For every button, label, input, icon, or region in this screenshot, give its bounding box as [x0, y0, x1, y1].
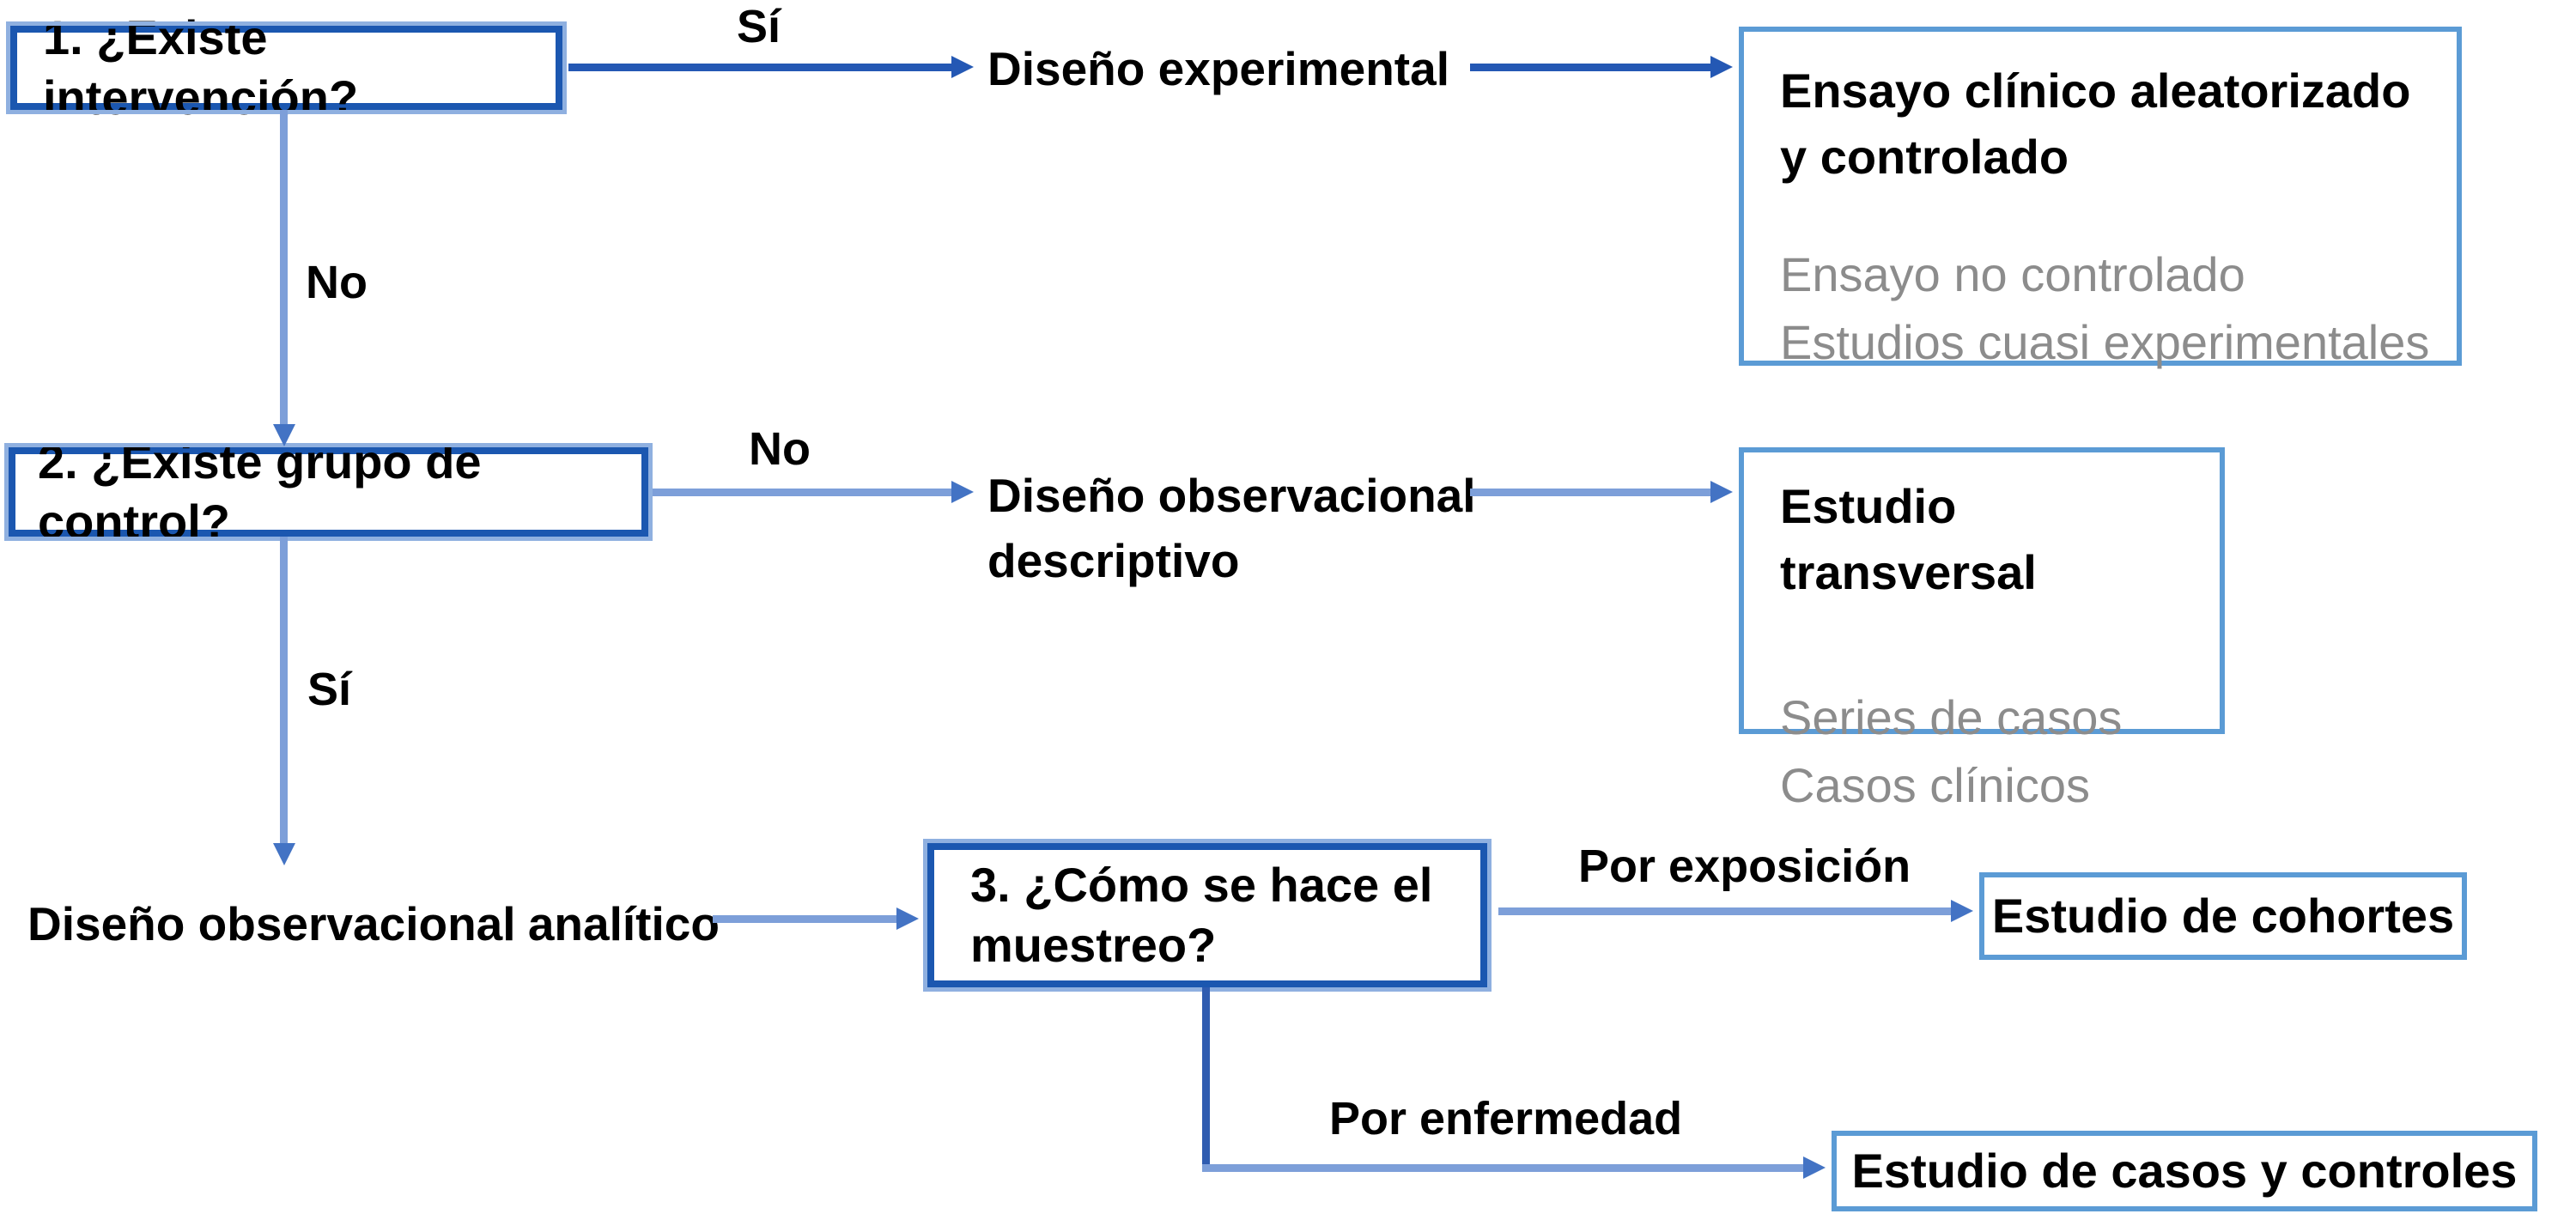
branch-label-no-1: No — [306, 257, 368, 308]
connector-q2-to-observacional — [653, 489, 955, 496]
connector-experimental-to-rct — [1470, 64, 1712, 71]
connector-observacional-to-transversal — [1470, 489, 1712, 496]
connector-q1-to-experimental — [568, 64, 955, 71]
label-diseno-observacional-descriptivo: Diseño observacional descriptivo — [987, 464, 1476, 594]
arrowhead-down-icon — [273, 424, 295, 446]
result-box-ensayo-clinico: Ensayo clínico aleatorizado y controlado… — [1739, 27, 2462, 369]
result-box-estudio-transversal-alternatives: Series de casos Casos clínicos — [1780, 683, 2202, 820]
question-box-grupo-control: 2. ¿Existe grupo de control? — [4, 434, 653, 549]
label-line-regular: Diseño observacional — [987, 469, 1476, 522]
arrowhead-right-icon — [951, 56, 974, 78]
result-box-estudio-transversal-title: Estudio transversal — [1780, 479, 2037, 600]
label-diseno-experimental: Diseño experimental — [987, 42, 1449, 95]
branch-label-si-1: Sí — [737, 1, 781, 52]
branch-label-por-enfermedad: Por enfermedad — [1329, 1093, 1683, 1144]
branch-label-si-2: Sí — [307, 664, 352, 715]
arrowhead-right-icon — [951, 481, 974, 503]
result-box-ensayo-clinico-alternatives: Ensayo no controlado Estudios cuasi expe… — [1780, 240, 2431, 377]
question-box-intervencion: 1. ¿Existe intervención? — [6, 10, 567, 124]
connector-q1-to-q2 — [280, 110, 288, 429]
branch-label-no-2: No — [749, 423, 811, 475]
connector-q2-to-analitico — [280, 537, 288, 846]
question-box-muestreo-label: 3. ¿Cómo se hace el muestreo? — [970, 858, 1433, 972]
result-box-estudio-transversal: Estudio transversal Series de casos Caso… — [1739, 447, 2225, 812]
branch-label-por-exposicion: Por exposición — [1578, 841, 1911, 892]
arrowhead-down-icon — [273, 843, 295, 865]
arrowhead-right-icon — [1951, 900, 1973, 922]
arrowhead-right-icon — [1803, 1156, 1826, 1179]
label-line-bold: descriptivo — [987, 533, 1240, 587]
label-part-bold: analítico — [527, 897, 720, 950]
alternative-item: Casos clínicos — [1780, 758, 2091, 813]
result-box-ensayo-clinico-title: Ensayo clínico aleatorizado y controlado — [1780, 64, 2411, 185]
result-box-casos-controles-title: Estudio de casos y controles — [1851, 1144, 2518, 1199]
label-part-regular: Diseño observacional — [27, 897, 516, 950]
arrowhead-right-icon — [1710, 56, 1733, 78]
question-box-grupo-control-label: 2. ¿Existe grupo de control? — [38, 434, 482, 549]
alternative-item: Ensayo no controlado — [1780, 246, 2245, 301]
connector-q3-down — [1202, 987, 1210, 1172]
alternative-item: Estudios cuasi experimentales — [1780, 315, 2430, 370]
question-box-intervencion-label: 1. ¿Existe intervención? — [43, 10, 359, 124]
question-box-muestreo: 3. ¿Cómo se hace el muestreo? — [923, 839, 1492, 992]
connector-analitico-to-q3 — [713, 915, 898, 923]
result-box-estudio-cohortes: Estudio de cohortes — [1979, 872, 2467, 960]
arrowhead-right-icon — [896, 907, 919, 930]
arrowhead-right-icon — [1710, 481, 1733, 503]
connector-q3-to-cohortes — [1498, 907, 1952, 915]
result-box-estudio-cohortes-title: Estudio de cohortes — [1991, 889, 2455, 944]
alternative-item: Series de casos — [1780, 689, 2123, 744]
result-box-casos-controles: Estudio de casos y controles — [1832, 1131, 2537, 1211]
connector-elbow-to-casos-controles — [1202, 1164, 1805, 1172]
